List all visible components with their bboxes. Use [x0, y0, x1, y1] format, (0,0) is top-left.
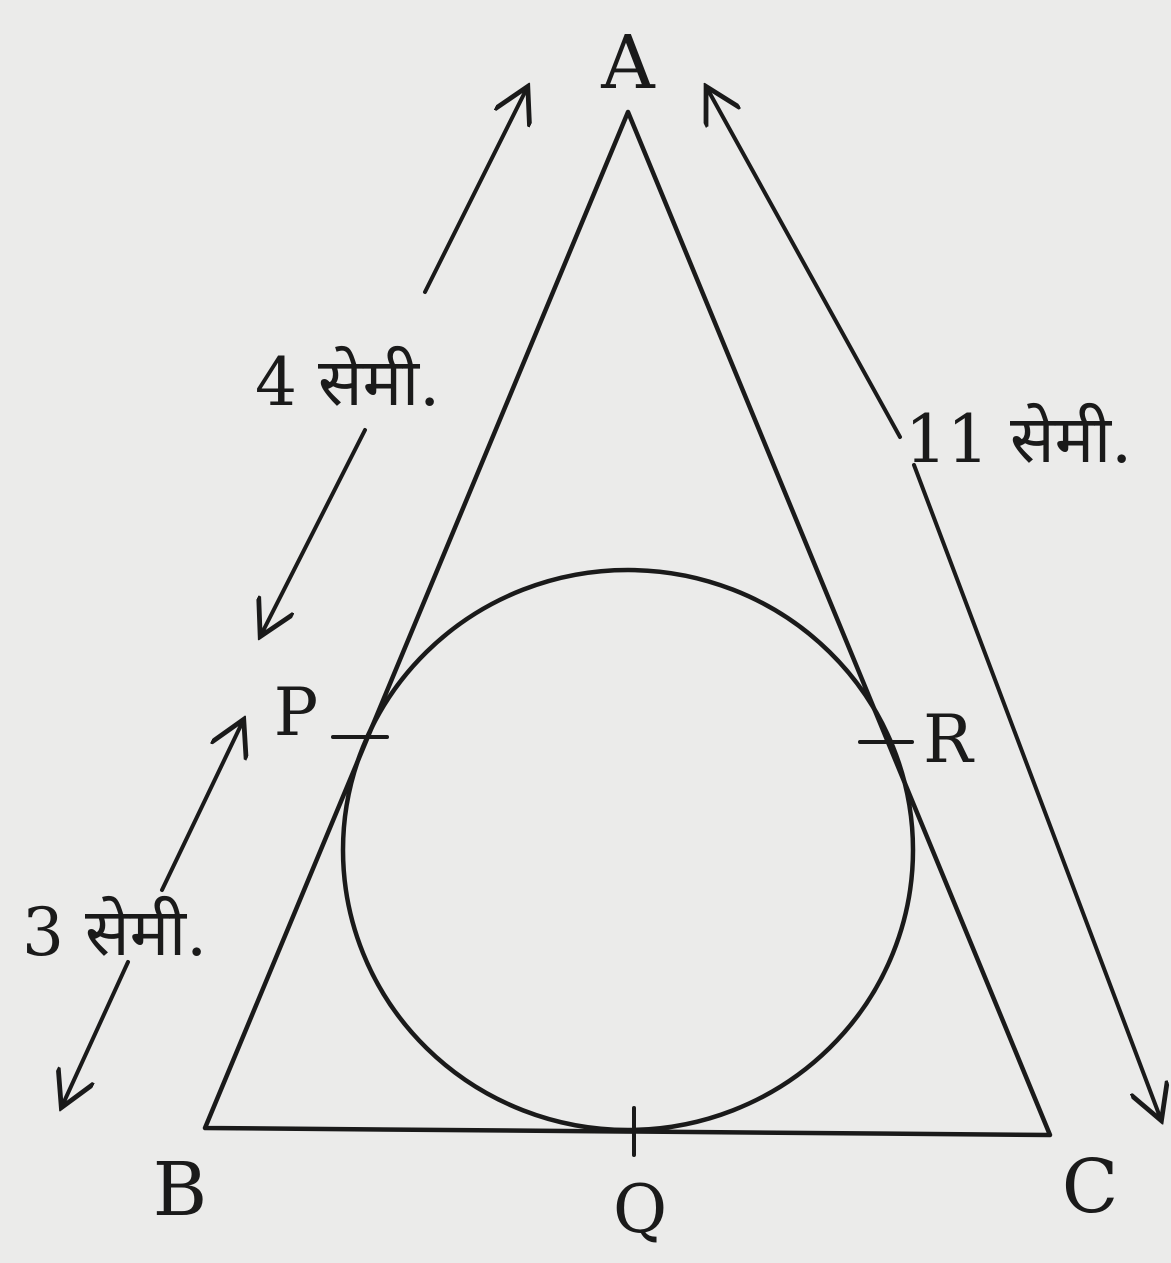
- dim-ap-arrow-upper: [423, 90, 526, 294]
- dim-pb-arrow-lower: [63, 960, 130, 1104]
- dim-ap-arrow-lower: [262, 428, 367, 633]
- vertex-label-c: C: [1062, 1144, 1119, 1230]
- vertex-label-a: A: [600, 20, 656, 106]
- vertex-label-b: B: [153, 1147, 207, 1233]
- dim-label-ap: 4 सेमी.: [255, 344, 440, 421]
- point-label-p: P: [274, 674, 318, 751]
- dim-label-pb: 3 सेमी.: [22, 894, 207, 971]
- triangle-abc: [202, 109, 1053, 1138]
- point-label-r: R: [923, 701, 975, 778]
- dim-pb-arrow-upper: [160, 723, 242, 892]
- dim-ac-arrow-lower: [912, 463, 1160, 1117]
- incircle: [340, 567, 916, 1133]
- point-label-q: Q: [613, 1171, 667, 1248]
- dim-ac-arrow-upper: [708, 90, 902, 439]
- dim-label-ac: 11 सेमी.: [905, 401, 1132, 478]
